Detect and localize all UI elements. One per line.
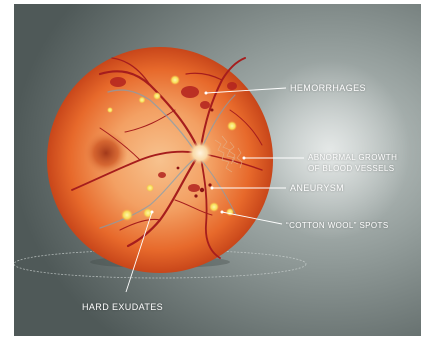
label-cotton-wool-spots: “COTTON WOOL” SPOTS: [286, 220, 389, 231]
label-hemorrhages: HEMORRHAGES: [290, 83, 366, 94]
optic-disc: [188, 141, 212, 165]
label-abnormal-growth-line2: OF BLOOD VESSELS: [308, 163, 394, 174]
label-hard-exudates: HARD EXUDATES: [82, 302, 163, 313]
label-abnormal-growth-line1: ABNORMAL GROWTH: [308, 152, 397, 163]
top-margin: [14, 0, 421, 4]
left-margin: [0, 0, 14, 336]
label-aneurysm: ANEURYSM: [290, 183, 344, 194]
